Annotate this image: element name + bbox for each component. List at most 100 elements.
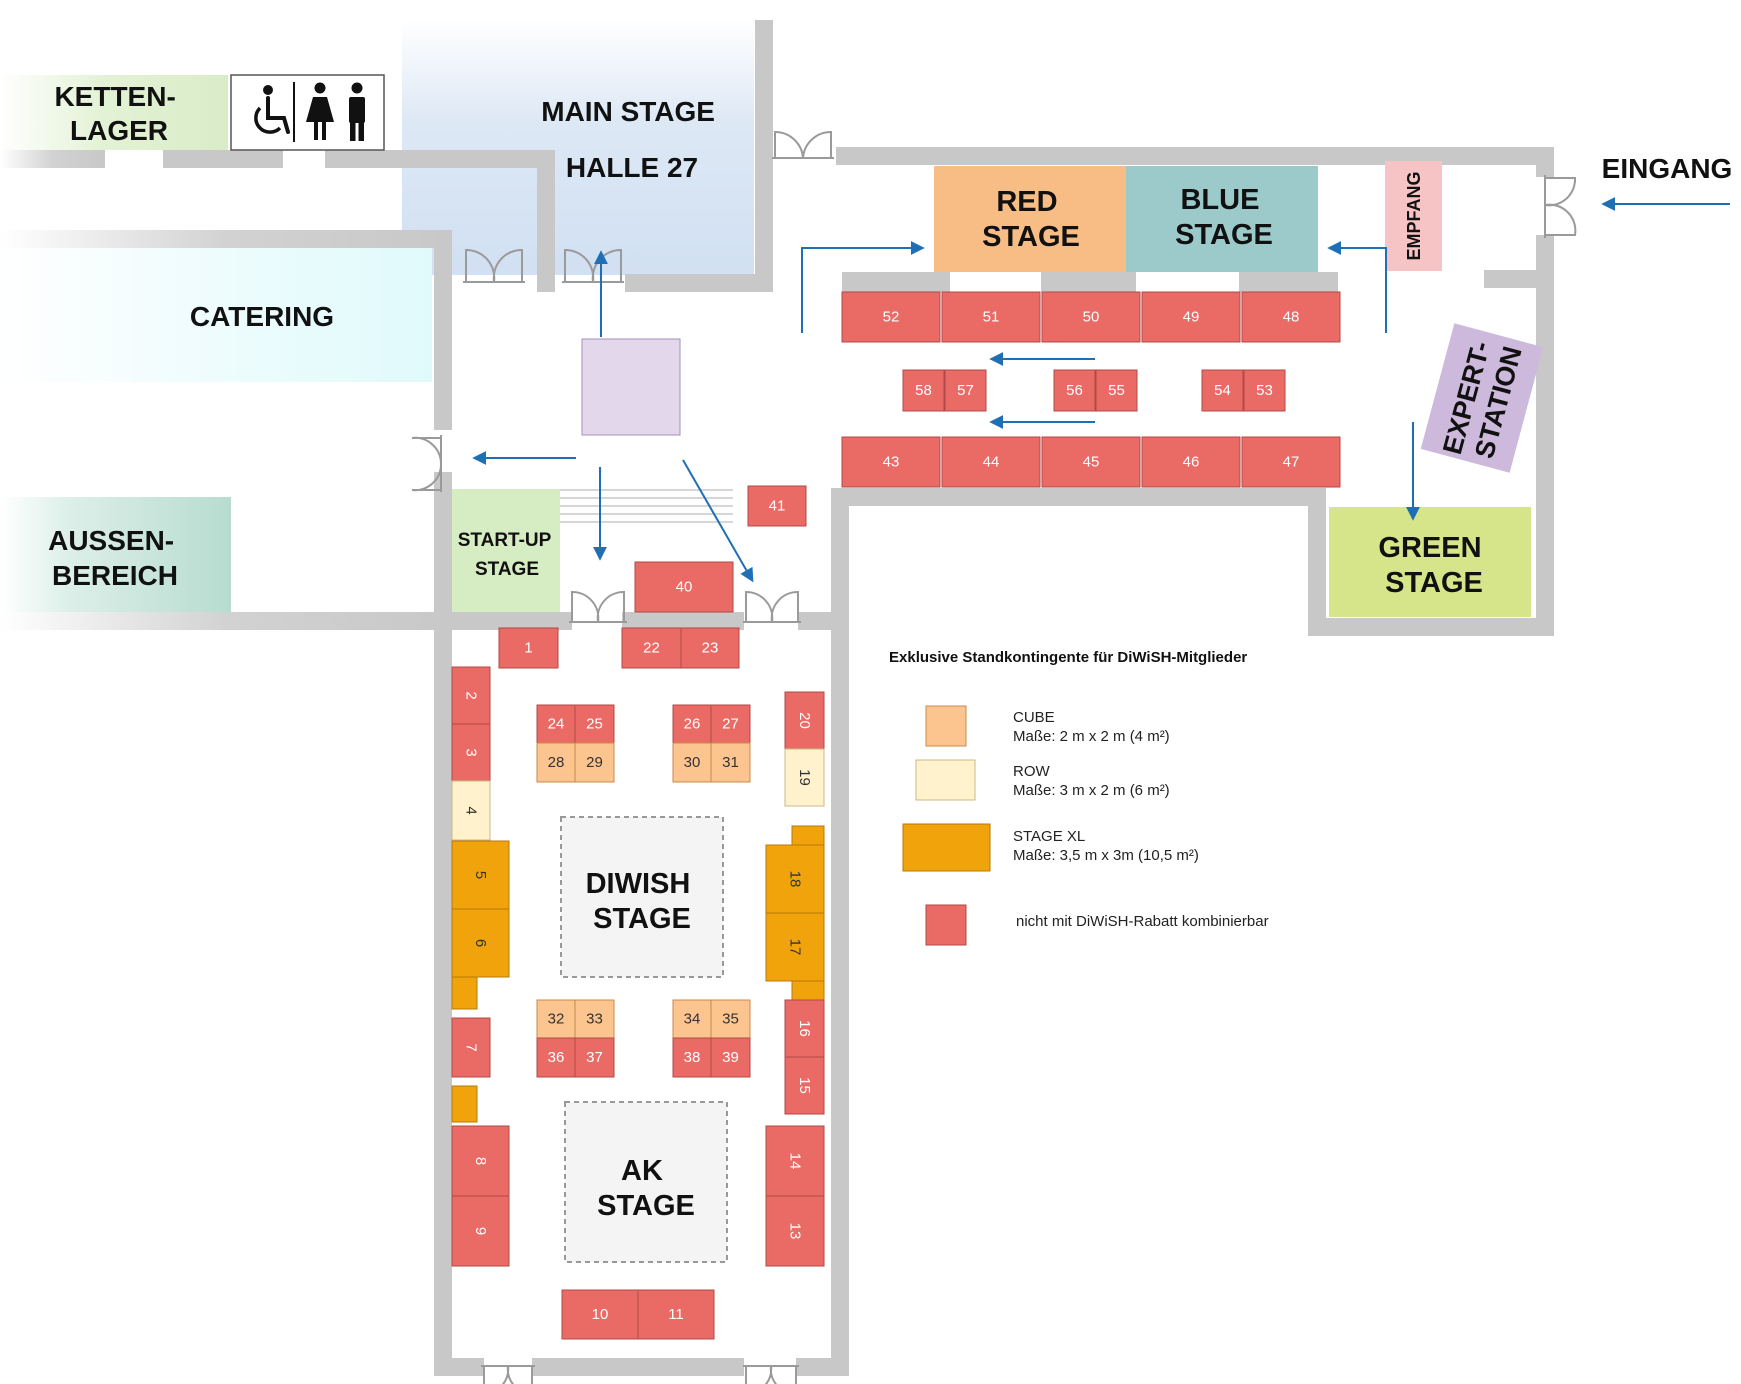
booth-extension[interactable]: [791, 980, 825, 1001]
booth-shape[interactable]: [451, 1085, 478, 1123]
booth-3[interactable]: 3: [451, 723, 491, 782]
booth-shape[interactable]: [574, 742, 615, 783]
door-icon[interactable]: [772, 130, 834, 159]
door-icon[interactable]: [481, 1365, 535, 1384]
booth-47[interactable]: 47: [1241, 436, 1341, 488]
booth-6[interactable]: 6: [451, 908, 510, 978]
booth-39[interactable]: 39: [710, 1037, 751, 1078]
door-icon[interactable]: [411, 435, 443, 492]
booth-40[interactable]: 40: [634, 561, 734, 613]
booth-9[interactable]: 9: [451, 1195, 510, 1267]
booth-22[interactable]: 22: [621, 627, 682, 669]
booth-shape[interactable]: [1141, 436, 1241, 488]
booth-57[interactable]: 57: [944, 369, 987, 412]
booth-shape[interactable]: [791, 825, 825, 846]
booth-14[interactable]: 14: [765, 1125, 825, 1197]
booth-shape[interactable]: [621, 627, 682, 669]
booth-extension[interactable]: [451, 976, 478, 1010]
booth-13[interactable]: 13: [765, 1195, 825, 1267]
booth-shape[interactable]: [536, 742, 576, 783]
booth-48[interactable]: 48: [1241, 291, 1341, 343]
booth-shape[interactable]: [902, 369, 945, 412]
booth-shape[interactable]: [784, 691, 825, 750]
booth-43[interactable]: 43: [841, 436, 941, 488]
booth-38[interactable]: 38: [672, 1037, 712, 1078]
booth-10[interactable]: 10: [561, 1289, 639, 1340]
booth-31[interactable]: 31: [710, 742, 751, 783]
ak-stage[interactable]: [564, 1101, 728, 1263]
booth-7[interactable]: 7: [451, 1017, 491, 1078]
booth-extension[interactable]: [451, 1085, 478, 1123]
door-icon[interactable]: [1544, 175, 1577, 238]
booth-shape[interactable]: [791, 980, 825, 1001]
booth-45[interactable]: 45: [1041, 436, 1141, 488]
booth-shape[interactable]: [784, 1056, 825, 1115]
booth-shape[interactable]: [451, 1195, 510, 1267]
booth-shape[interactable]: [451, 1017, 491, 1078]
booth-shape[interactable]: [574, 704, 615, 744]
booth-shape[interactable]: [672, 742, 712, 783]
booth-58[interactable]: 58: [902, 369, 945, 412]
green-stage[interactable]: [1329, 507, 1531, 617]
booth-34[interactable]: 34: [672, 999, 712, 1039]
booth-shape[interactable]: [451, 780, 491, 841]
diwish-stage[interactable]: [560, 816, 724, 978]
booth-shape[interactable]: [765, 1125, 825, 1197]
empfang-box[interactable]: [1385, 161, 1442, 271]
booth-2[interactable]: 2: [451, 666, 491, 725]
booth-shape[interactable]: [1041, 291, 1141, 343]
booth-37[interactable]: 37: [574, 1037, 615, 1078]
booth-shape[interactable]: [672, 704, 712, 744]
booth-shape[interactable]: [941, 291, 1041, 343]
booth-52[interactable]: 52: [841, 291, 941, 343]
booth-16[interactable]: 16: [784, 999, 825, 1058]
booth-shape[interactable]: [561, 1289, 639, 1340]
booth-29[interactable]: 29: [574, 742, 615, 783]
booth-33[interactable]: 33: [574, 999, 615, 1039]
booth-shape[interactable]: [1041, 436, 1141, 488]
booth-shape[interactable]: [747, 485, 807, 527]
booth-24[interactable]: 24: [536, 704, 576, 744]
booth-26[interactable]: 26: [672, 704, 712, 744]
info-point[interactable]: [581, 338, 681, 436]
blue-stage[interactable]: [1126, 166, 1318, 272]
booth-shape[interactable]: [841, 291, 941, 343]
booth-shape[interactable]: [574, 1037, 615, 1078]
expert-station-box[interactable]: [1420, 323, 1544, 473]
booth-19[interactable]: 19: [784, 748, 825, 807]
door-icon[interactable]: [743, 590, 801, 623]
booth-25[interactable]: 25: [574, 704, 615, 744]
booth-55[interactable]: 55: [1095, 369, 1138, 412]
startup-stage[interactable]: [452, 489, 560, 612]
booth-shape[interactable]: [941, 436, 1041, 488]
booth-shape[interactable]: [634, 561, 734, 613]
booth-shape[interactable]: [1243, 369, 1286, 412]
booth-shape[interactable]: [710, 1037, 751, 1078]
booth-shape[interactable]: [841, 436, 941, 488]
booth-30[interactable]: 30: [672, 742, 712, 783]
booth-35[interactable]: 35: [710, 999, 751, 1039]
booth-15[interactable]: 15: [784, 1056, 825, 1115]
booth-41[interactable]: 41: [747, 485, 807, 527]
booth-shape[interactable]: [765, 912, 825, 982]
booth-shape[interactable]: [1201, 369, 1244, 412]
booth-18[interactable]: 18: [765, 844, 825, 914]
booth-27[interactable]: 27: [710, 704, 751, 744]
booth-36[interactable]: 36: [536, 1037, 576, 1078]
door-icon[interactable]: [569, 590, 627, 623]
booth-shape[interactable]: [784, 999, 825, 1058]
booth-shape[interactable]: [451, 976, 478, 1010]
booth-shape[interactable]: [1053, 369, 1096, 412]
door-icon[interactable]: [463, 248, 525, 283]
booth-28[interactable]: 28: [536, 742, 576, 783]
booth-51[interactable]: 51: [941, 291, 1041, 343]
booth-shape[interactable]: [536, 999, 576, 1039]
door-icon[interactable]: [743, 1365, 799, 1384]
booth-shape[interactable]: [784, 748, 825, 807]
booth-1[interactable]: 1: [498, 627, 559, 669]
booth-shape[interactable]: [451, 908, 510, 978]
booth-shape[interactable]: [637, 1289, 715, 1340]
booth-shape[interactable]: [1141, 291, 1241, 343]
booth-shape[interactable]: [574, 999, 615, 1039]
booth-shape[interactable]: [451, 1125, 510, 1197]
